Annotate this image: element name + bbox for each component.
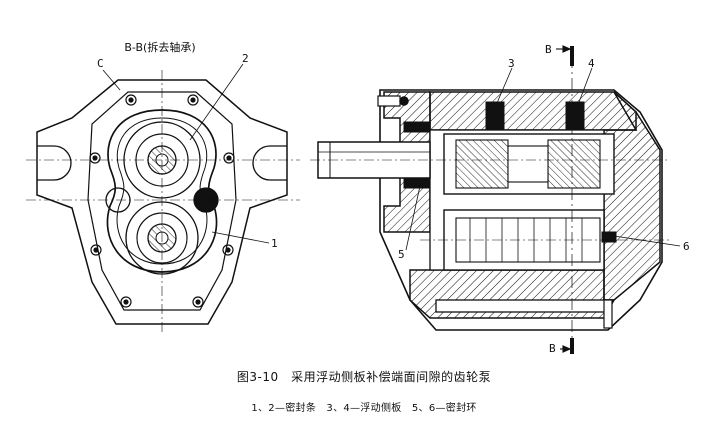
floating-side-plate-4 [565,101,585,131]
pump-body-outline [36,79,288,325]
inner-flange [87,91,237,311]
seal-ring-5 [403,177,431,189]
section-view-bb [26,63,300,334]
leaders-right [405,67,681,251]
label-4: 4 [588,57,595,70]
leaders-left [102,63,270,244]
label-b-bottom: B [549,342,556,355]
label-b-top: B [545,43,552,56]
label-2: 2 [242,52,249,65]
longitudinal-section [310,45,681,354]
label-c: C [97,57,104,70]
cover-bolt [377,95,401,107]
seal-ring-6 [601,231,617,243]
tie-bolt [435,299,607,313]
floating-side-plate-3 [485,101,505,131]
housing-upper [429,91,637,131]
label-5: 5 [398,248,405,261]
section-label: B-B(拆去轴承) [124,40,195,54]
figure-caption-title: 图3-10 采用浮动侧板补偿端面间隙的齿轮泵 [236,370,492,384]
figure-caption-legend: 1、2—密封条 3、4—浮动侧板 5、6—密封环 [251,403,477,414]
housing-outline [379,89,663,331]
label-3: 3 [508,57,515,70]
right-ear-slot [252,145,287,181]
bolt-holes [89,94,235,308]
left-ear-slot [37,145,72,181]
label-6: 6 [683,240,690,253]
center-lines [26,70,300,334]
label-1: 1 [271,237,278,250]
